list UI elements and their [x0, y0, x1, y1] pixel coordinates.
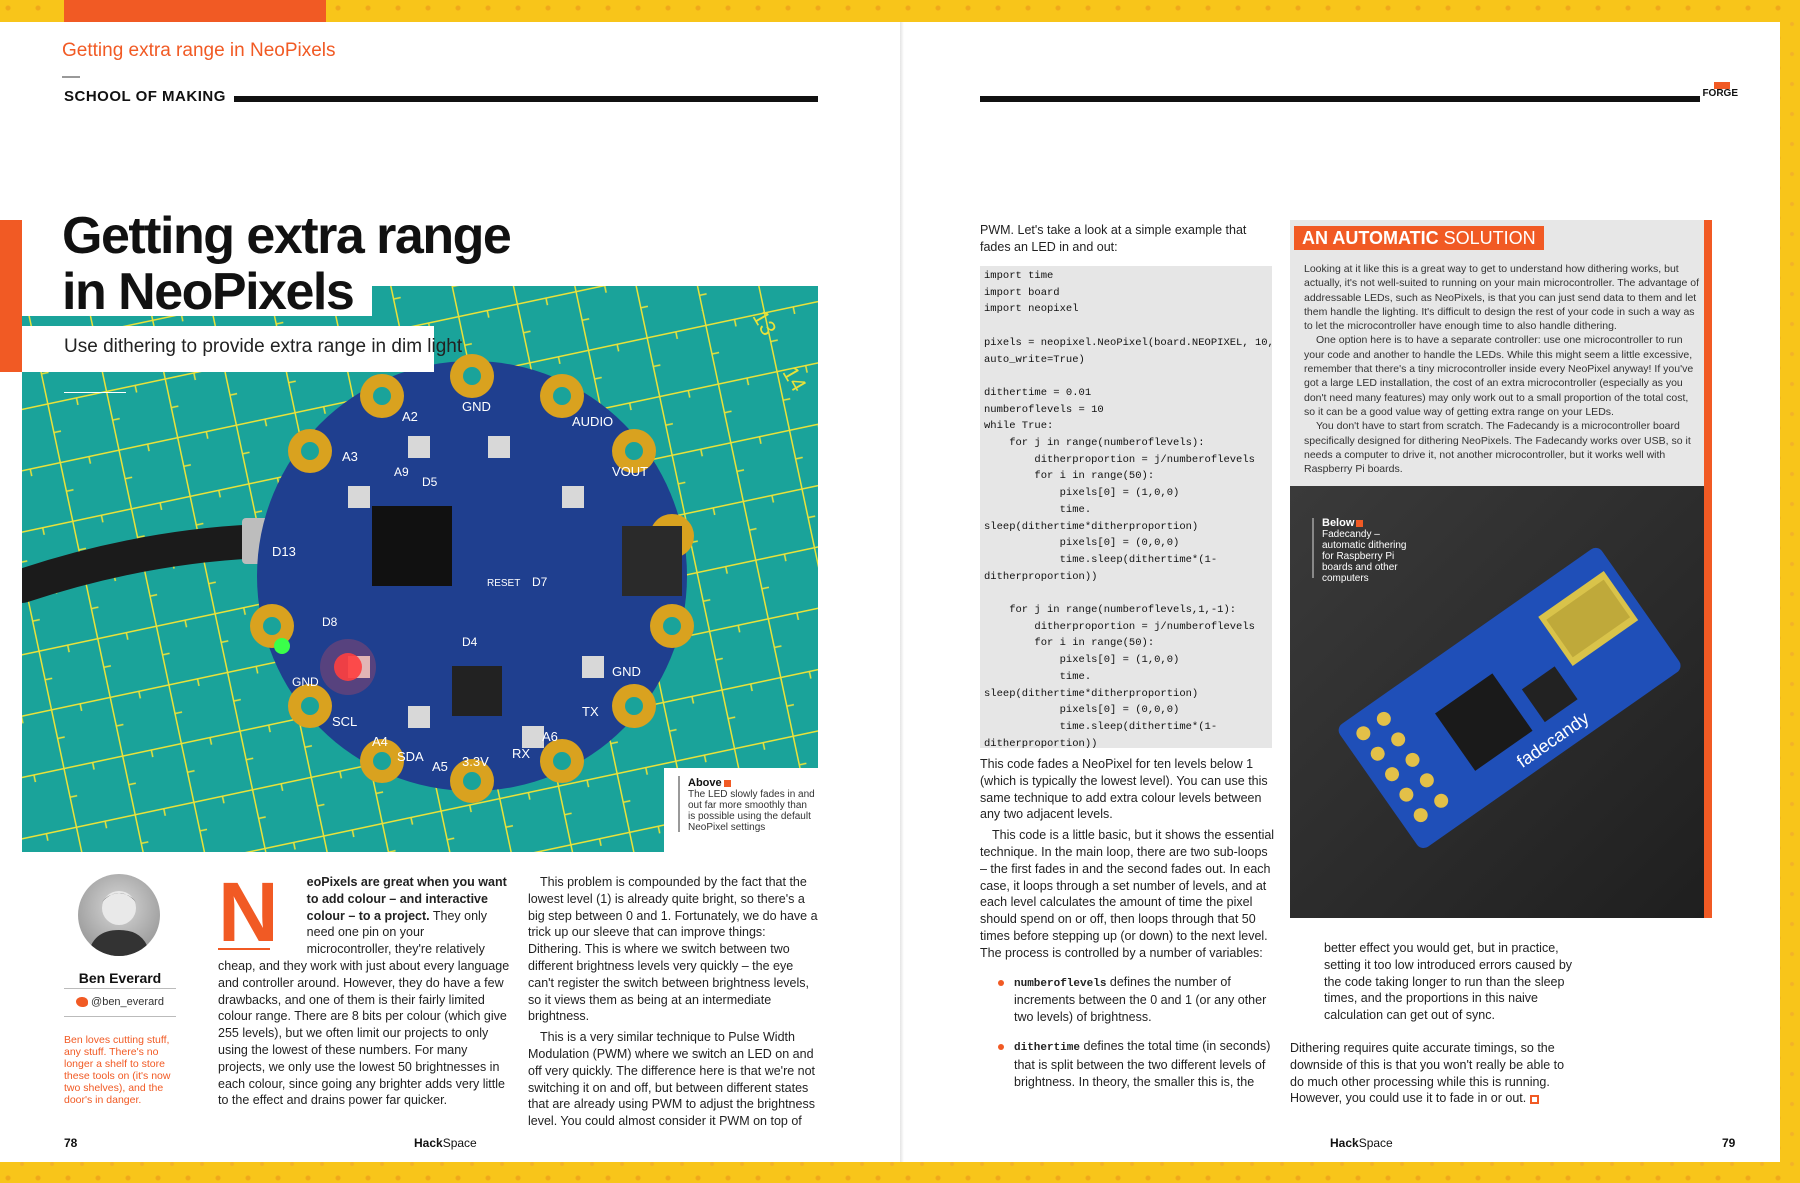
paragraph-4: PWM. Let's take a look at a simple examp…	[980, 223, 1247, 254]
author-bio: Ben loves cutting stuff, any stuff. Ther…	[64, 1034, 171, 1106]
boxout-paragraph-2: One option here is to have a separate co…	[1304, 334, 1694, 418]
label-gnd-2: GND	[612, 664, 641, 679]
reset-button	[452, 666, 502, 716]
brand-right: HackSpace	[1330, 1136, 1393, 1150]
body-column-3: This code fades a NeoPixel for ten level…	[980, 756, 1276, 1094]
section-label: SCHOOL OF MAKING	[64, 88, 226, 105]
photo-caption-backdrop	[664, 768, 818, 852]
label-vout: VOUT	[612, 464, 648, 479]
paragraph-7: better effect you would get, but in prac…	[1324, 941, 1573, 1023]
page-number-right: 79	[1722, 1136, 1736, 1150]
label-gnd: GND	[292, 675, 319, 689]
drop-cap-rule	[218, 948, 270, 950]
paragraph-1: They only need one pin on your microcont…	[218, 908, 510, 1108]
paragraph-6: This code is a little basic, but it show…	[980, 828, 1275, 960]
paragraph-5: This code fades a NeoPixel for ten level…	[980, 757, 1268, 822]
fadecandy-caption-text: Fadecandy – automatic dithering for Rasp…	[1322, 529, 1407, 584]
twitter-icon	[76, 997, 89, 1008]
title-backdrop	[22, 196, 372, 316]
body-column-1: N eoPixels are great when you want to ad…	[218, 865, 512, 1113]
label-a5: A5	[432, 759, 448, 774]
caption-label: Above	[688, 778, 816, 789]
body-column-2: This problem is compounded by the fact t…	[528, 874, 820, 1134]
label-rx: RX	[512, 746, 530, 761]
power-led	[274, 638, 290, 654]
main-chip	[372, 506, 452, 586]
label-d8: D8	[322, 615, 338, 629]
author-avatar	[78, 874, 160, 956]
bullet-numberoflevels: numberoflevels defines the number of inc…	[980, 974, 1276, 1026]
label-tx: TX	[582, 704, 599, 719]
spine	[900, 22, 904, 1162]
author-divider	[64, 988, 176, 989]
label-sda: SDA	[397, 749, 424, 764]
photo-caption: Above The LED slowly fades in and out fa…	[678, 776, 816, 833]
label-a3: A3	[342, 449, 358, 464]
neopixel-board-photo: 13 14 D13 D8	[22, 286, 818, 852]
boxout-paragraph-3: You don't have to start from scratch. Th…	[1304, 420, 1691, 476]
running-dash	[62, 76, 80, 78]
boxout-text: Looking at it like this is a great way t…	[1304, 262, 1700, 476]
label-3v3: 3.3V	[462, 754, 489, 769]
page-number-left: 78	[64, 1136, 78, 1150]
label-scl: SCL	[332, 714, 357, 729]
fadecandy-caption-label: Below	[1322, 518, 1418, 529]
forge-icon	[1714, 82, 1730, 89]
fadecandy-caption: Below Fadecandy – automatic dithering fo…	[1312, 518, 1418, 584]
label-audio: AUDIO	[572, 414, 613, 429]
subtitle-backdrop	[22, 326, 434, 372]
drop-cap: N	[218, 865, 279, 959]
side-accent	[0, 220, 22, 372]
pcb-disc	[257, 361, 687, 791]
boxout-heading: AN AUTOMATIC SOLUTION	[1294, 226, 1544, 250]
label-reset: RESET	[487, 578, 520, 589]
code-listing: import time import board import neopixel…	[980, 266, 1272, 748]
fadecandy-illustration: fadecandy	[1338, 547, 1681, 849]
forge-tag: FORGE	[1702, 88, 1738, 99]
article-title: Getting extra range in NeoPixels	[62, 207, 512, 321]
circuit-playground-illustration: 13 14 D13 D8	[22, 286, 818, 852]
boxout-accent	[1704, 220, 1712, 918]
caption-text: The LED slowly fades in and out far more…	[688, 789, 815, 833]
author-twitter[interactable]: @ben_everard	[64, 996, 176, 1008]
twitter-divider	[64, 1016, 176, 1017]
usb-cable	[22, 524, 279, 603]
subtitle-dash	[64, 392, 126, 393]
paragraph-2: This problem is compounded by the fact t…	[528, 875, 818, 1024]
label-d7: D7	[532, 575, 548, 589]
label-d13: D13	[272, 544, 296, 559]
top-accent-bar	[64, 0, 326, 22]
label-a9: A9	[394, 465, 409, 479]
intro-bold: eoPixels are great when you want to add …	[306, 875, 507, 923]
label-a4: A4	[372, 734, 388, 749]
label-d4: D4	[462, 635, 478, 649]
paragraph-8: Dithering requires quite accurate timing…	[1290, 1041, 1565, 1106]
paragraph-3: This is a very similar technique to Puls…	[528, 1030, 816, 1129]
lit-neopixel	[334, 653, 362, 681]
author-name: Ben Everard	[78, 970, 162, 986]
bullet-dithertime: dithertime defines the total time (in se…	[980, 1038, 1276, 1090]
brand-left: HackSpace	[414, 1136, 477, 1150]
boxout-paragraph-1: Looking at it like this is a great way t…	[1304, 263, 1699, 333]
title-line-1: Getting extra range	[62, 207, 512, 265]
fadecandy-photo: fadecandy	[1290, 486, 1704, 918]
header-rule-right	[980, 96, 1700, 102]
label-d5: D5	[422, 475, 438, 489]
arrow-icon	[1356, 519, 1364, 527]
end-mark-icon	[1530, 1094, 1540, 1104]
label-a6: A6	[542, 729, 558, 744]
label-gnd-3: GND	[462, 399, 491, 414]
battery-connector	[622, 526, 682, 596]
header-rule-left	[234, 96, 818, 102]
label-a2: A2	[402, 409, 418, 424]
running-title: Getting extra range in NeoPixels	[62, 40, 336, 61]
title-line-2: in NeoPixels	[62, 263, 355, 321]
article-subtitle: Use dithering to provide extra range in …	[64, 336, 463, 357]
arrow-icon	[723, 779, 731, 787]
